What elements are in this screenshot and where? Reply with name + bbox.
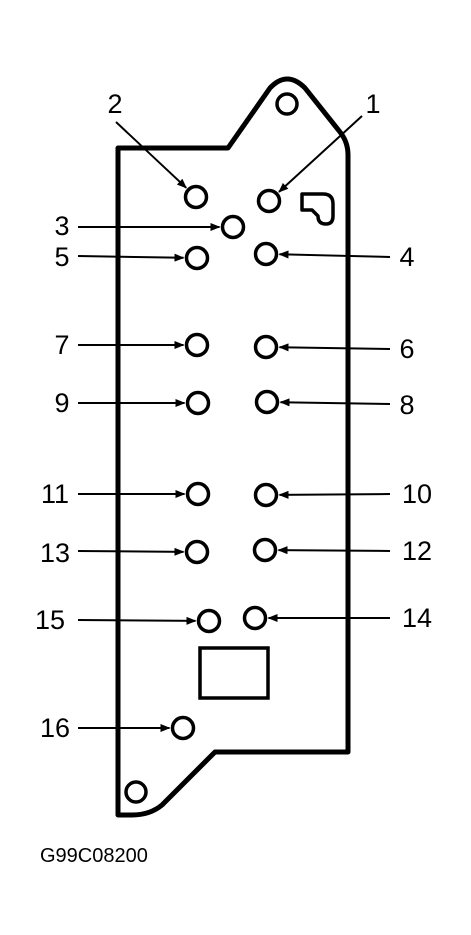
pin-label-10: 10	[402, 479, 432, 509]
pin-hole-8	[254, 389, 280, 415]
pin-hole-14	[242, 605, 268, 631]
pin-label-7: 7	[54, 330, 69, 360]
pin-hole-12	[252, 537, 278, 563]
pin-label-8: 8	[399, 390, 414, 420]
polarizing-key	[300, 192, 335, 226]
pin-label-12: 12	[402, 536, 432, 566]
leader-arrow-4	[278, 250, 391, 259]
pin-hole-5	[184, 245, 210, 271]
pin-label-14: 14	[402, 603, 432, 633]
pin-holes	[170, 184, 282, 741]
leader-arrow-12	[277, 546, 391, 555]
pin-hole-16	[170, 715, 196, 741]
connector-outline	[115, 76, 351, 818]
pin-hole-11	[185, 481, 211, 507]
leader-arrow-1	[278, 115, 363, 193]
leader-arrow-15	[77, 616, 197, 625]
pin-hole-10	[253, 482, 279, 508]
leader-arrow-8	[279, 398, 391, 407]
leader-arrow-6	[278, 343, 391, 352]
pin-label-2: 2	[107, 89, 122, 119]
leader-arrow-13	[77, 547, 185, 556]
pin-hole-6	[253, 334, 279, 360]
leader-arrow-10	[278, 490, 391, 499]
pin-labels: 1 2 3 4 5 6 7 8 9 10 11 12 13 14 15 16	[35, 89, 432, 743]
pin-label-4: 4	[399, 242, 414, 272]
pin-hole-2	[183, 184, 209, 210]
pin-hole-13	[184, 539, 210, 565]
pin-label-11: 11	[41, 479, 69, 509]
pin-hole-4	[253, 241, 279, 267]
pin-label-15: 15	[35, 605, 65, 635]
pin-label-16: 16	[40, 713, 70, 743]
leader-arrow-2	[115, 121, 187, 189]
pin-hole-15	[196, 608, 222, 634]
leader-arrow-5	[77, 253, 185, 262]
pin-label-9: 9	[54, 388, 69, 418]
pin-hole-9	[185, 390, 211, 416]
mounting-hole-bottom	[124, 780, 148, 804]
mounting-hole-top	[275, 92, 299, 116]
pin-label-13: 13	[40, 538, 70, 568]
latch-window	[198, 646, 270, 700]
leader-lines	[77, 115, 391, 732]
figure-code: G99C08200	[40, 845, 148, 867]
pin-label-6: 6	[399, 334, 414, 364]
pin-hole-7	[184, 332, 210, 358]
pin-hole-3	[220, 214, 246, 240]
pin-label-1: 1	[365, 89, 380, 119]
pin-label-3: 3	[54, 211, 69, 241]
pin-hole-1	[256, 188, 282, 214]
pin-label-5: 5	[54, 242, 69, 272]
